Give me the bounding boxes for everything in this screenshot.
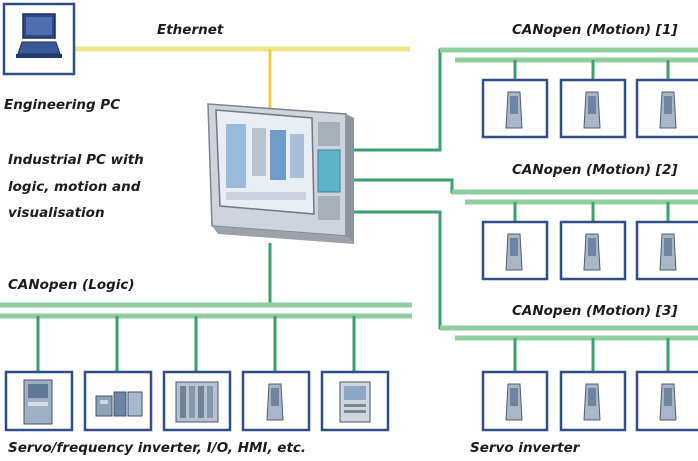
servo-drive-icon <box>659 91 677 129</box>
logic-device-servo <box>241 370 311 432</box>
industrial-pc-label-line1: Industrial PC with <box>8 152 144 168</box>
motion3-servo-2 <box>559 370 627 432</box>
ethernet-label: Ethernet <box>157 22 224 38</box>
motion3-drops <box>513 338 670 372</box>
motion1-servo-2 <box>559 78 627 139</box>
hmi-panel-icon <box>339 381 371 423</box>
controller-rack-icon <box>175 381 219 423</box>
frequency-inverter-icon <box>23 379 53 425</box>
logic-device-io <box>83 370 153 432</box>
industrial-pc-label-line3: visualisation <box>8 205 105 221</box>
io-module-icon <box>95 391 143 417</box>
servo-drive-icon <box>505 91 523 129</box>
servo-drive-icon <box>505 383 523 421</box>
canopen-motion3-label: CANopen (Motion) [3] <box>512 303 678 319</box>
servo-drive-icon <box>583 233 601 271</box>
canopen-motion1-label: CANopen (Motion) [1] <box>512 22 678 38</box>
servo-drive-icon <box>583 383 601 421</box>
servo-drive-icon <box>659 233 677 271</box>
logic-devices-caption: Servo/frequency inverter, I/O, HMI, etc. <box>8 440 307 456</box>
servo-drive-icon <box>266 383 284 421</box>
motion2-servo-2 <box>559 220 627 281</box>
motion2-drops <box>513 202 670 222</box>
motion2-servo-3 <box>635 220 698 281</box>
logic-device-hmi <box>320 370 390 432</box>
laptop-icon <box>2 2 76 76</box>
logic-device-frequency-inverter <box>4 370 74 432</box>
engineering-pc-label: Engineering PC <box>4 97 121 113</box>
industrial-pc-icon <box>207 103 354 244</box>
motion1-servo-3 <box>635 78 698 139</box>
servo-drive-icon <box>505 233 523 271</box>
canopen-logic-label: CANopen (Logic) <box>8 277 135 293</box>
servo-drive-icon <box>659 383 677 421</box>
motion3-servo-1 <box>481 370 549 432</box>
industrial-pc-label-line2: logic, motion and <box>8 179 141 195</box>
servo-drive-icon <box>583 91 601 129</box>
logic-device-drops <box>36 316 356 372</box>
motion2-servo-1 <box>481 220 549 281</box>
logic-device-controller-rack <box>162 370 232 432</box>
motion1-drops <box>513 60 670 80</box>
motion3-servo-3 <box>635 370 698 432</box>
motion1-servo-1 <box>481 78 549 139</box>
servo-inverter-caption: Servo inverter <box>470 440 580 456</box>
canopen-motion2-label: CANopen (Motion) [2] <box>512 162 678 178</box>
